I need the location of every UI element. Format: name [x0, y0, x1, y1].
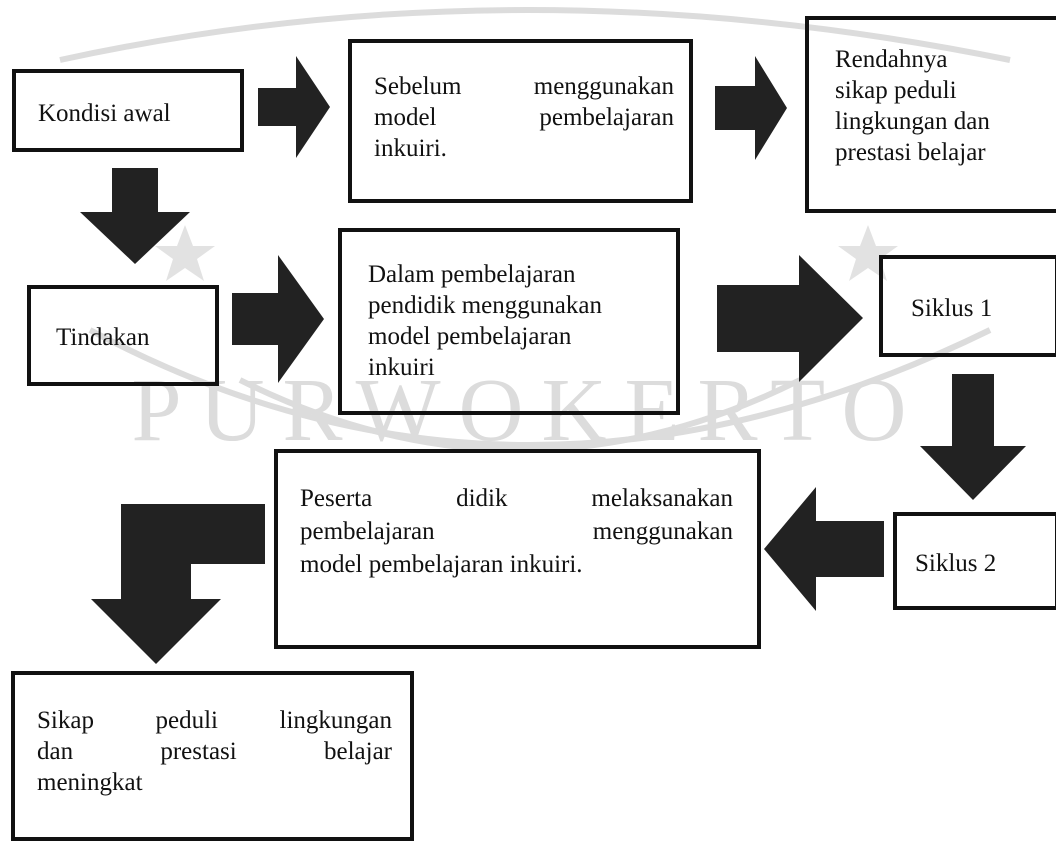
- arrow-right-icon: [232, 255, 324, 383]
- arrow-down-icon: [920, 374, 1026, 500]
- node-sebelum-line-2: model pembelajaran: [374, 104, 674, 131]
- arrow-down-icon: [80, 168, 190, 264]
- node-peserta-line-2: pembelajaran menggunakan: [300, 518, 733, 545]
- node-dalam-line-1: Dalam pembelajaran: [368, 261, 576, 288]
- node-siklus-2: Siklus 2: [893, 512, 1056, 610]
- node-peserta: Peserta didik melaksanakan pembelajaran …: [274, 449, 761, 649]
- node-dalam-line-4: inkuiri: [368, 354, 435, 381]
- node-siklus-2-label: Siklus 2: [915, 550, 997, 577]
- arrow-left-icon: [764, 487, 884, 611]
- node-sebelum: Sebelum menggunakan model pembelajaran i…: [348, 39, 693, 203]
- node-hasil: Sikap peduli lingkungan dan prestasi bel…: [11, 671, 414, 841]
- node-dalam: Dalam pembelajaran pendidik menggunakan …: [338, 228, 680, 415]
- node-siklus-1: Siklus 1: [879, 255, 1056, 357]
- node-dalam-line-2: pendidik menggunakan: [368, 292, 602, 319]
- node-hasil-line-1: Sikap peduli lingkungan: [37, 707, 392, 734]
- node-sebelum-line-1: Sebelum menggunakan: [374, 73, 674, 100]
- arrow-right-icon: [715, 56, 787, 160]
- node-tindakan-label: Tindakan: [56, 324, 150, 351]
- node-sebelum-line-3: inkuiri.: [374, 135, 447, 162]
- node-rendahnya-line-2: sikap peduli: [835, 77, 957, 104]
- arrow-elbow-down-icon: [85, 504, 265, 664]
- node-hasil-line-3: meningkat: [37, 769, 143, 796]
- node-hasil-line-2: dan prestasi belajar: [37, 738, 392, 765]
- node-kondisi-awal-label: Kondisi awal: [38, 100, 171, 127]
- node-peserta-line-3: model pembelajaran inkuiri.: [300, 551, 583, 578]
- node-tindakan: Tindakan: [27, 285, 219, 386]
- node-rendahnya-line-1: Rendahnya: [835, 46, 948, 73]
- node-dalam-line-3: model pembelajaran: [368, 323, 572, 350]
- arrow-right-icon: [717, 255, 863, 382]
- node-peserta-line-1: Peserta didik melaksanakan: [300, 485, 733, 512]
- node-rendahnya-line-4: prestasi belajar: [835, 139, 986, 166]
- arrow-right-icon: [258, 56, 330, 158]
- node-rendahnya-line-3: lingkungan dan: [835, 108, 990, 135]
- node-kondisi-awal: Kondisi awal: [12, 69, 244, 152]
- node-rendahnya: Rendahnya sikap peduli lingkungan dan pr…: [805, 16, 1056, 213]
- node-siklus-1-label: Siklus 1: [911, 295, 993, 322]
